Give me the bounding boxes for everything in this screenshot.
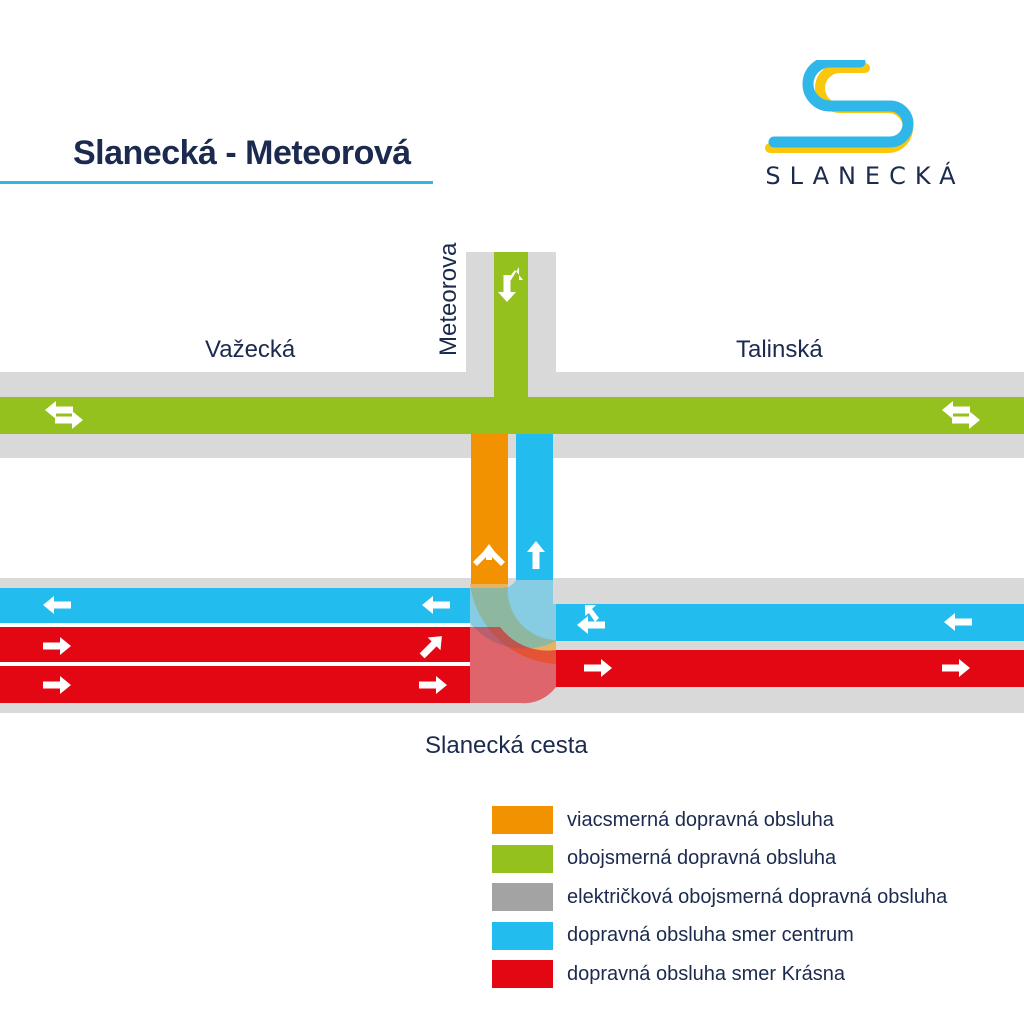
- legend: viacsmerná dopravná obsluha obojsmerná d…: [492, 806, 947, 999]
- vazecka-talinska-green-lane: [0, 397, 1024, 434]
- left-and-up-right-arrow-icon: [577, 605, 605, 634]
- street-label-vazecka: Važecká: [205, 336, 296, 363]
- legend-label: dopravná obsluha smer centrum: [567, 924, 854, 946]
- legend-label: viacsmerná dopravná obsluha: [567, 808, 834, 831]
- legend-swatch-red: [492, 960, 553, 988]
- slanecka-west-centrum-lane: [0, 588, 470, 623]
- page-title: Slanecká - Meteorová: [73, 134, 411, 172]
- junction-orange-turn: [470, 584, 556, 664]
- logo-s-mark-icon: [765, 56, 914, 153]
- legend-swatch-orange: [492, 806, 553, 834]
- street-label-meteorova: Meteorova: [435, 242, 462, 356]
- meteorova-green-lane: [494, 252, 528, 402]
- junction-red-merge: [470, 627, 556, 704]
- legend-swatch-gray: [492, 883, 553, 911]
- intersection-map: [0, 252, 1024, 713]
- legend-swatch-green: [492, 844, 553, 873]
- legend-item: električková obojsmerná dopravná obsluha: [492, 883, 947, 911]
- legend-item: dopravná obsluha smer centrum: [492, 921, 947, 950]
- street-label-slanecka-cesta: Slanecká cesta: [425, 732, 588, 759]
- legend-swatch-blue: [492, 921, 553, 950]
- legend-item: obojsmerná dopravná obsluha: [492, 844, 947, 873]
- legend-label: dopravná obsluha smer Krásna: [567, 962, 845, 985]
- lane-separator: [0, 662, 470, 666]
- logo-text: SLANECKÁ: [765, 162, 965, 190]
- title-underline: [0, 181, 433, 184]
- street-label-talinska: Talinská: [736, 336, 823, 363]
- lane-separator: [0, 623, 470, 627]
- legend-item: dopravná obsluha smer Krásna: [492, 960, 947, 988]
- multi-direction-arrow-icon: [473, 544, 505, 566]
- legend-label: električková obojsmerná dopravná obsluha: [567, 885, 948, 908]
- legend-item: viacsmerná dopravná obsluha: [492, 806, 947, 834]
- slanecka-west-krasna-lane-1: [0, 627, 470, 662]
- legend-label: obojsmerná dopravná obsluha: [567, 847, 837, 869]
- slanecka-west-krasna-lane-2: [0, 666, 470, 703]
- slanecka-logo: SLANECKÁ: [760, 56, 970, 190]
- two-way-arrow-icon: [498, 267, 523, 302]
